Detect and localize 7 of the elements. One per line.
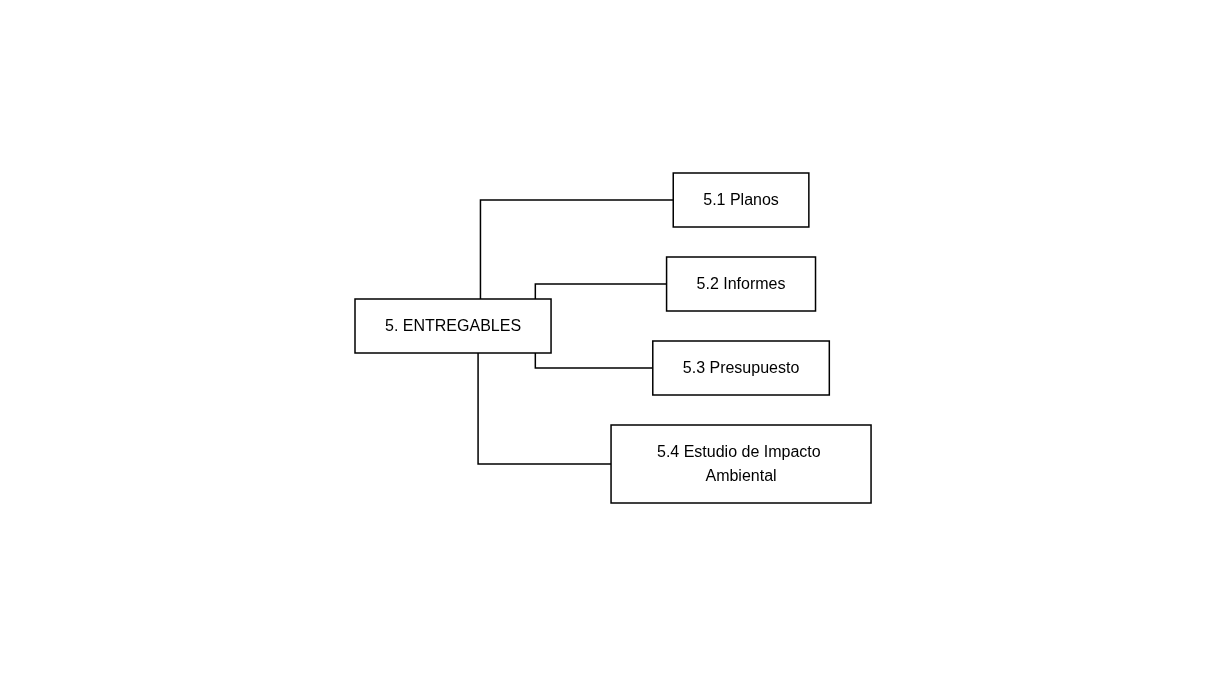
connector — [477, 351, 612, 465]
node-box: 5.3 Presupuesto — [652, 339, 831, 396]
node-box: 5. ENTREGABLES — [354, 297, 552, 354]
connector — [479, 198, 674, 300]
node-box: 5.4 Estudio de Impacto Ambiental — [610, 423, 872, 504]
node-box: 5.2 Informes — [665, 255, 817, 312]
node-box: 5.1 Planos — [672, 171, 810, 228]
